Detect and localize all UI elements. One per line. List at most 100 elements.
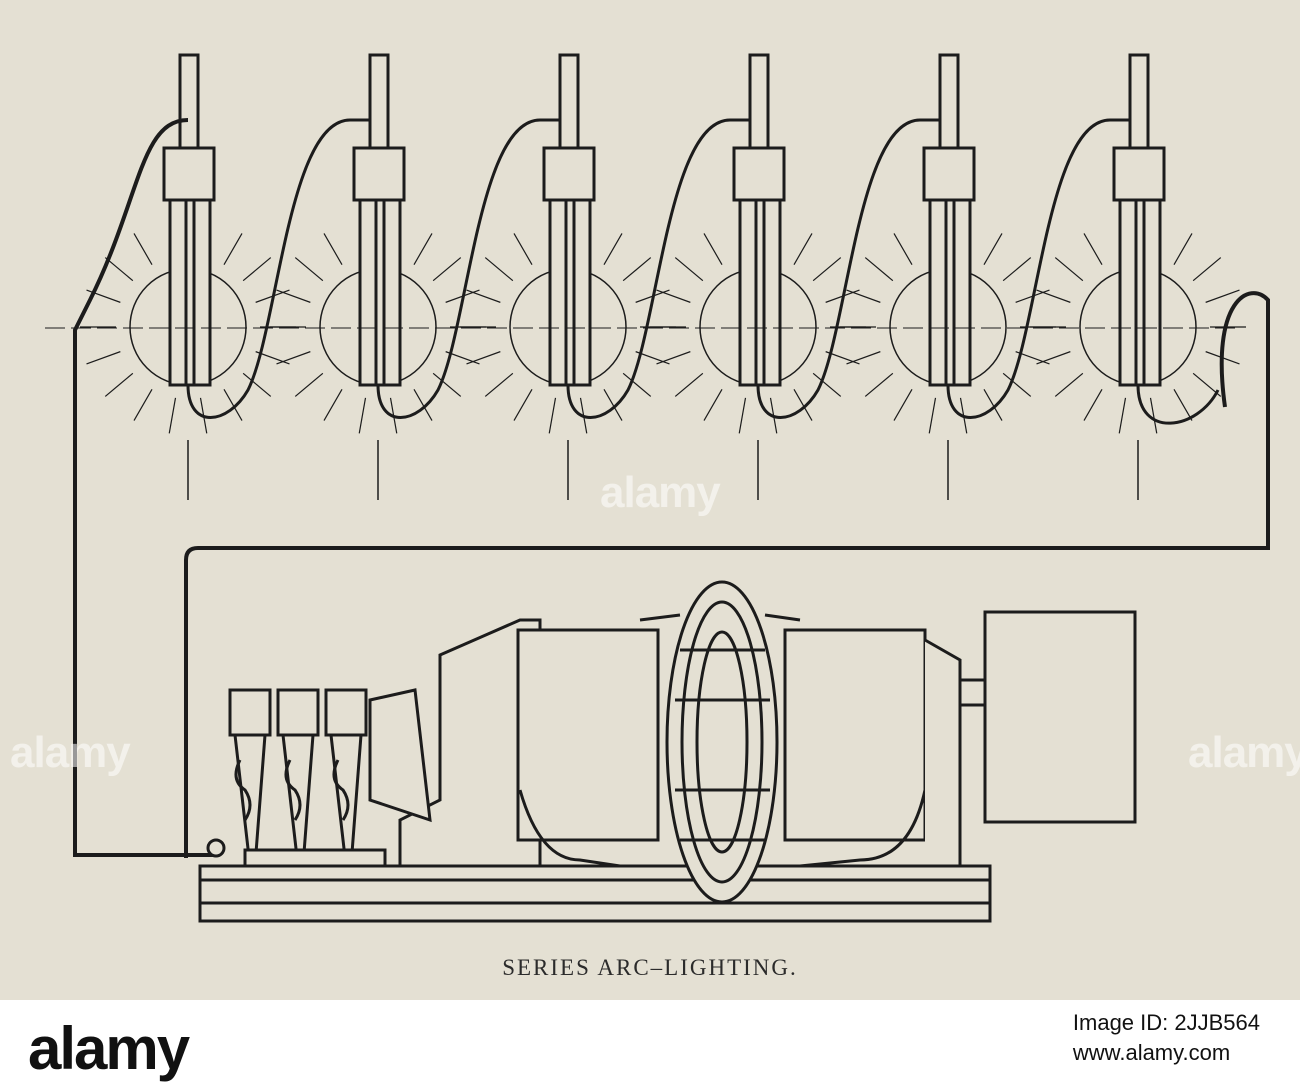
brand-logo: alamy <box>28 1015 190 1082</box>
light-ray <box>674 372 704 397</box>
series-wire <box>946 118 1130 419</box>
light-ray <box>484 372 514 397</box>
series-wire <box>756 118 940 419</box>
footer-bar: alamy Image ID: 2JJB564 www.alamy.com <box>0 1000 1300 1092</box>
illustration-plate: alamy alamy alamy SERIES ARC–LIGHTING. <box>0 0 1300 1000</box>
lamp-holder <box>358 198 402 387</box>
light-ray <box>1205 289 1240 303</box>
light-ray <box>432 372 462 397</box>
light-ray <box>603 389 623 421</box>
light-ray <box>622 372 652 397</box>
circuit-wire <box>184 291 1270 858</box>
light-ray <box>223 233 243 265</box>
light-ray <box>432 257 462 282</box>
light-ray <box>893 233 913 265</box>
arc-lamp <box>460 53 750 500</box>
light-ray <box>656 351 691 365</box>
light-ray <box>1054 257 1084 282</box>
light-ray <box>323 389 343 421</box>
light-ray <box>104 257 134 282</box>
light-ray <box>1118 397 1127 434</box>
light-ray <box>703 389 723 421</box>
light-ray <box>738 397 747 434</box>
series-wire <box>566 118 750 419</box>
lamp-cap <box>352 146 406 202</box>
arc-lamp <box>1030 53 1246 500</box>
watermark: alamy <box>1188 728 1300 777</box>
light-ray <box>223 389 243 421</box>
arc-lamp <box>650 53 940 500</box>
light-ray <box>276 289 311 303</box>
light-ray <box>1173 389 1193 421</box>
light-ray <box>413 233 433 265</box>
series-arc-lighting-diagram <box>45 53 1270 923</box>
light-ray <box>133 233 153 265</box>
light-ray <box>812 372 842 397</box>
image-id: Image ID: 2JJB564 <box>1072 1010 1260 1035</box>
light-ray <box>484 257 514 282</box>
lamp-holder <box>928 198 972 387</box>
light-ray <box>1002 372 1032 397</box>
lamp-rod <box>558 53 580 152</box>
brush-holders <box>228 688 387 868</box>
light-ray <box>793 389 813 421</box>
armature <box>665 580 779 904</box>
light-ray <box>133 389 153 421</box>
lamp-holder <box>1118 198 1162 387</box>
light-ray <box>413 389 433 421</box>
light-ray <box>703 233 723 265</box>
light-ray <box>674 257 704 282</box>
light-ray <box>548 397 557 434</box>
series-wire <box>1136 384 1220 425</box>
light-ray <box>1083 233 1103 265</box>
watermark: alamy <box>600 468 721 517</box>
light-ray <box>104 372 134 397</box>
light-ray <box>1192 257 1222 282</box>
light-ray <box>622 257 652 282</box>
light-ray <box>603 233 623 265</box>
light-ray <box>513 233 533 265</box>
arc-lamp <box>840 53 1130 500</box>
light-ray <box>928 397 937 434</box>
lamp-cap <box>1112 146 1166 202</box>
series-wire <box>376 118 560 419</box>
light-ray <box>466 351 501 365</box>
lamp-holder <box>548 198 592 387</box>
light-ray <box>513 389 533 421</box>
light-ray <box>323 233 343 265</box>
lamp-holder <box>738 198 782 387</box>
light-ray <box>846 351 881 365</box>
light-ray <box>294 372 324 397</box>
light-ray <box>893 389 913 421</box>
image-id-block: Image ID: 2JJB564 www.alamy.com <box>1073 1008 1260 1068</box>
light-ray <box>656 289 691 303</box>
light-ray <box>242 257 272 282</box>
lamp-rod <box>938 53 960 152</box>
dynamo <box>198 580 1137 923</box>
light-ray <box>86 351 121 365</box>
light-ray <box>1054 372 1084 397</box>
lamp-cap <box>162 146 216 202</box>
lamp-cap <box>732 146 786 202</box>
watermark: alamy <box>10 728 131 777</box>
light-ray <box>294 257 324 282</box>
terminal <box>206 838 226 858</box>
circuit-return-wire <box>73 118 215 857</box>
light-ray <box>983 389 1003 421</box>
light-ray <box>1036 289 1071 303</box>
light-ray <box>466 289 501 303</box>
light-ray <box>846 289 881 303</box>
light-ray <box>812 257 842 282</box>
light-ray <box>276 351 311 365</box>
figure-caption: SERIES ARC–LIGHTING. <box>502 955 798 980</box>
lamp-rod <box>1128 53 1150 152</box>
lamp-rod <box>748 53 770 152</box>
light-ray <box>1083 389 1103 421</box>
light-ray <box>1002 257 1032 282</box>
arc-lamp <box>270 53 560 500</box>
light-ray <box>358 397 367 434</box>
site-url: www.alamy.com <box>1072 1040 1231 1065</box>
light-ray <box>793 233 813 265</box>
light-ray <box>864 372 894 397</box>
lamp-rod <box>178 53 200 152</box>
